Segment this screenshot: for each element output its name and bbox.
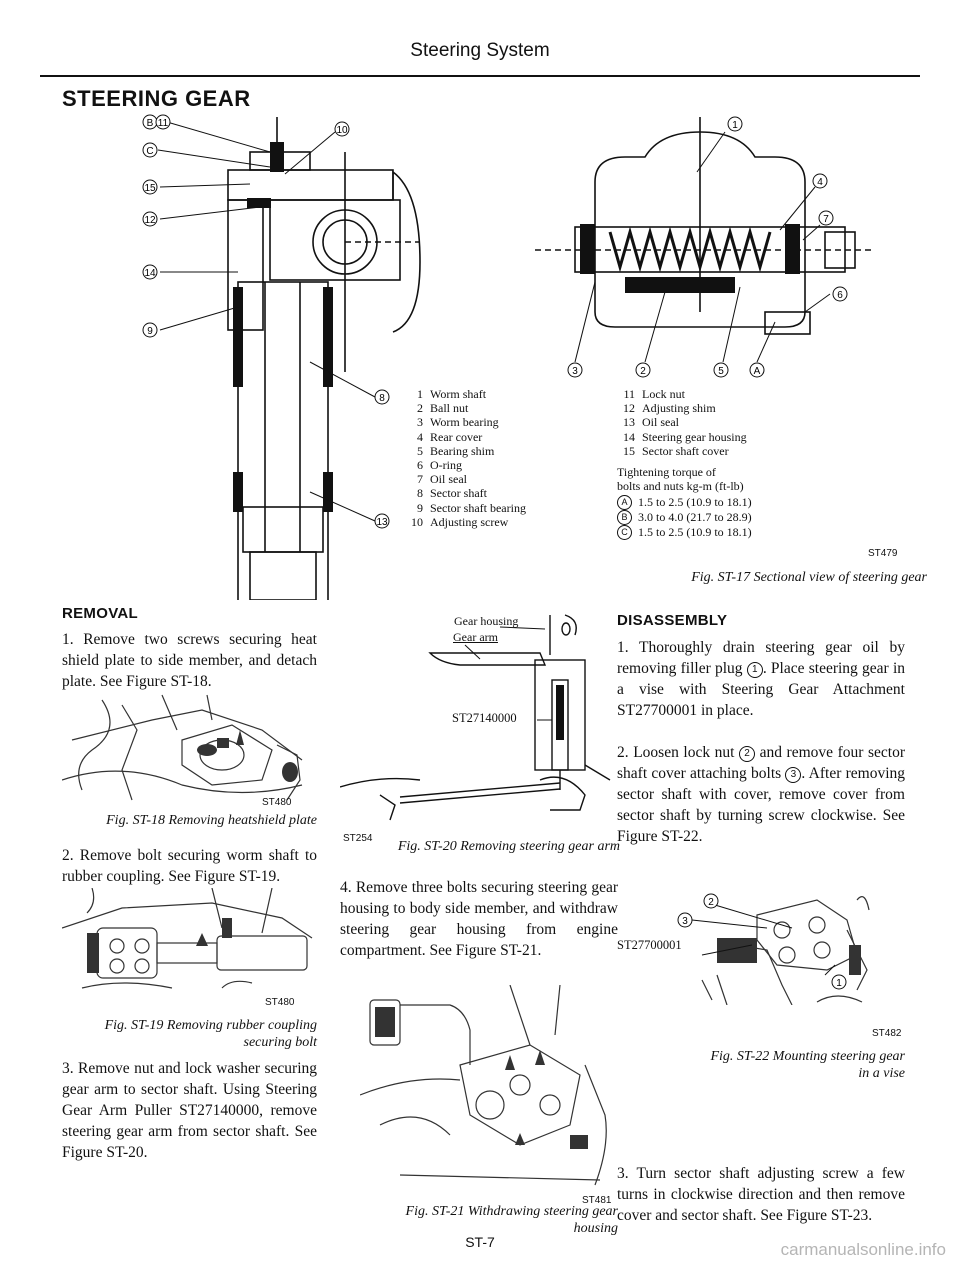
removal-step-2: 2. Remove bolt securing worm shaft to ru… xyxy=(62,847,317,885)
fig20-label-gear-arm: Gear arm xyxy=(453,630,498,644)
callout-C: C xyxy=(146,146,153,157)
fig20-caption: Fig. ST-20 Removing steering gear arm xyxy=(397,839,620,854)
header-rule xyxy=(40,75,920,77)
fig18-caption: Fig. ST-18 Removing heatshield plate xyxy=(106,813,317,828)
fig22-callout-2: 2 xyxy=(708,897,714,908)
fig20-tool-number: ST27140000 xyxy=(452,711,517,725)
callout-9: 9 xyxy=(147,326,153,337)
disassembly-step-3: 3. Turn sector shaft adjusting screw a f… xyxy=(617,1165,905,1224)
fig22-caption-line2: in a vise xyxy=(858,1066,905,1081)
callout-7: 7 xyxy=(823,214,829,225)
disassembly-title: DISASSEMBLY xyxy=(617,612,728,629)
fig19-code: ST480 xyxy=(265,997,295,1008)
removal-title: REMOVAL xyxy=(62,605,138,622)
fig22-tool-number: ST27700001 xyxy=(617,938,682,952)
watermark: carmanualsonline.info xyxy=(780,1240,946,1259)
fig22-callout-1: 1 xyxy=(836,978,842,989)
callout-5: 5 xyxy=(718,366,724,377)
callout-15: 15 xyxy=(144,183,156,194)
fig22-callout-3: 3 xyxy=(682,916,688,927)
fig19-photo xyxy=(62,888,313,989)
disassembly-step-1: 1. Thoroughly drain steering gear oil by… xyxy=(617,639,906,719)
removal-step-4: 4. Remove three bolts securing steering … xyxy=(340,879,618,959)
callout-A: A xyxy=(754,366,761,377)
torque-title: Tightening torque of xyxy=(617,465,716,480)
callout-2: 2 xyxy=(640,366,646,377)
removal-step-3: 3. Remove nut and lock washer securing g… xyxy=(62,1060,317,1161)
fig19-caption-line1: Fig. ST-19 Removing rubber coupling xyxy=(104,1018,317,1033)
callout-10: 10 xyxy=(336,125,348,136)
callout-13: 13 xyxy=(376,517,388,528)
page-number: ST-7 xyxy=(465,1234,495,1250)
fig22-caption-line1: Fig. ST-22 Mounting steering gear xyxy=(710,1049,905,1064)
fig20-code: ST254 xyxy=(343,833,373,844)
fig17-code: ST479 xyxy=(868,548,898,559)
callout-11: 11 xyxy=(158,118,169,129)
fig21-photo xyxy=(360,985,607,1186)
sector-shaft-section-drawing: B 11 C 15 12 14 9 10 8 13 xyxy=(142,114,421,600)
callout-6: 6 xyxy=(837,290,843,301)
fig18-photo xyxy=(62,694,303,801)
torque-units: bolts and nuts kg-m (ft-lb) xyxy=(617,479,744,494)
fig17-caption: Fig. ST-17 Sectional view of steering ge… xyxy=(691,570,927,585)
disassembly-step-2: 2. Loosen lock nut 2 and remove four sec… xyxy=(617,744,906,845)
worm-shaft-section-drawing: 1 4 7 6 3 2 5 A xyxy=(535,116,875,378)
running-header: Steering System xyxy=(410,40,550,61)
fig21-code: ST481 xyxy=(582,1195,612,1206)
fig19-caption-line2: securing bolt xyxy=(243,1035,318,1050)
section-title: STEERING GEAR xyxy=(62,86,251,111)
callout-1: 1 xyxy=(732,120,738,131)
fig20-label-gear-housing: Gear housing xyxy=(454,614,519,628)
fig20-drawing xyxy=(340,614,611,821)
callout-8: 8 xyxy=(379,393,385,404)
callout-3: 3 xyxy=(572,366,578,377)
fig21-caption-line1: Fig. ST-21 Withdrawing steering gear xyxy=(405,1204,618,1219)
callout-14: 14 xyxy=(144,268,156,279)
fig21-caption-line2: housing xyxy=(573,1221,618,1236)
fig22-code: ST482 xyxy=(872,1028,902,1039)
fig22-photo: 3 2 1 xyxy=(677,893,870,1005)
removal-step-1: 1. Remove two screws securing heat shiel… xyxy=(62,631,317,690)
fig18-code: ST480 xyxy=(262,797,292,808)
callout-12: 12 xyxy=(144,215,156,226)
callout-4: 4 xyxy=(817,177,823,188)
callout-B: B xyxy=(147,118,154,129)
